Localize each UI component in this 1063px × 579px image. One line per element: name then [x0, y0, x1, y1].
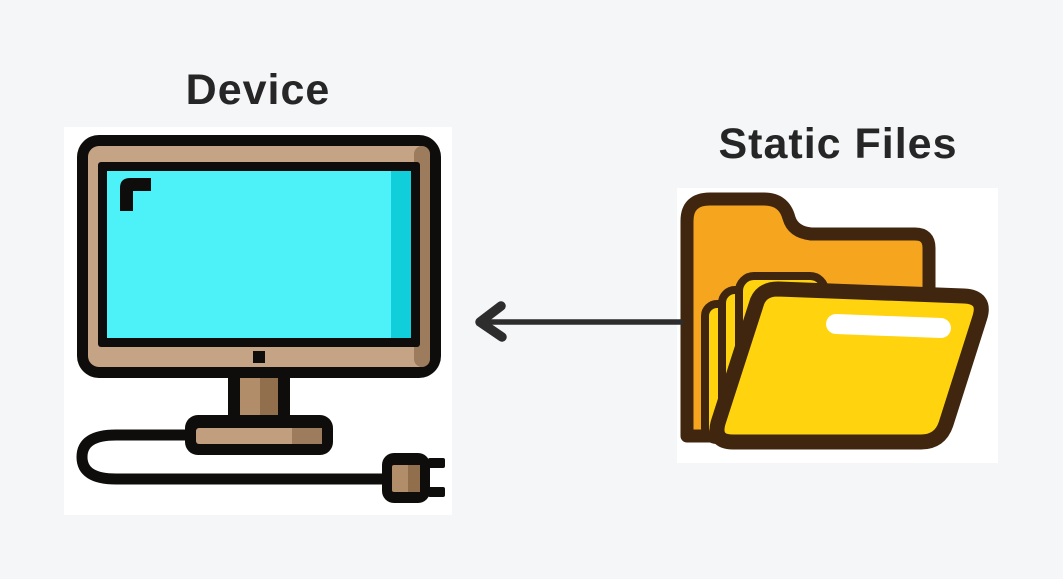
folder-label-strip	[826, 314, 951, 339]
monitor-screen	[107, 171, 411, 338]
computer-monitor-icon	[76, 135, 445, 503]
static-files-label: Static Files	[718, 120, 958, 168]
device-image-card	[64, 127, 452, 515]
monitor-power-button	[253, 351, 265, 363]
power-cable	[76, 429, 390, 485]
static-files-image-card	[677, 188, 998, 463]
monitor-stand-shade	[260, 378, 278, 422]
monitor-base-shade	[292, 428, 322, 444]
monitor-base	[196, 428, 322, 444]
left-arrowhead-icon	[475, 301, 507, 342]
folder-front	[709, 281, 989, 450]
plug-inner-shade	[408, 465, 420, 492]
open-folder-icon	[680, 192, 989, 450]
plug-prong-bottom	[428, 487, 445, 497]
device-label: Device	[185, 66, 331, 114]
plug-prong-top	[428, 458, 445, 468]
screen-shade-strip	[391, 171, 411, 338]
screen-corner-glyph	[120, 178, 151, 211]
